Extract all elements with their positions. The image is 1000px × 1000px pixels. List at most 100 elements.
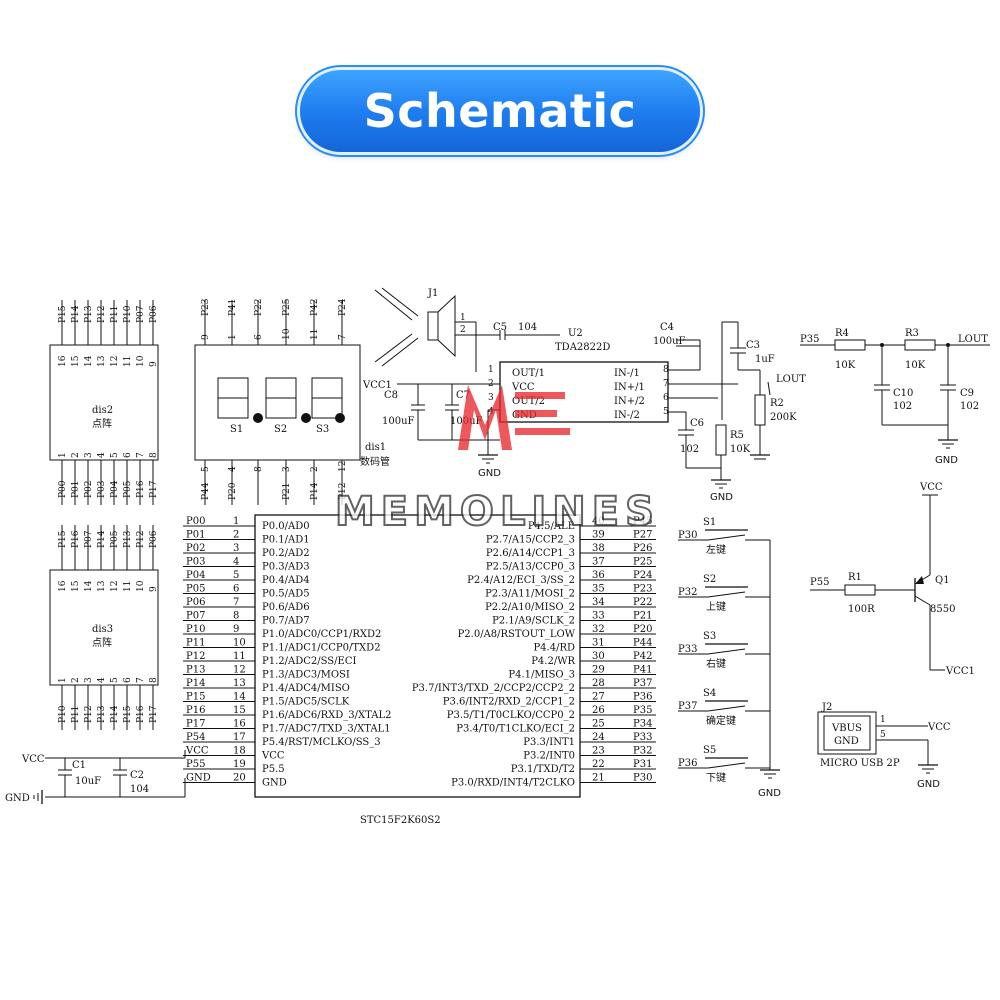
dis3-bottom-num: 6 [123, 677, 133, 683]
c9-value: 102 [960, 401, 979, 412]
digit-s2: S2 [265, 377, 311, 435]
u2-right-fn: IN+/2 [614, 396, 645, 407]
mcu-left-net: P00 [186, 516, 205, 527]
filter-p35: P35 [800, 334, 819, 345]
dis3-top-net: P16 [71, 530, 81, 548]
mcu-right-num: 32 [592, 624, 605, 635]
mcu-right-net: P23 [633, 584, 652, 595]
digit-label-s3: S3 [316, 424, 329, 435]
c2-label: C2 [130, 770, 144, 781]
dis1-top-num: 10 [282, 328, 292, 340]
vcc1-label: VCC1 [362, 380, 392, 391]
dis3-top-num: 16 [58, 580, 68, 592]
dis1-bottom-net: P12 [338, 482, 348, 500]
dis1-bottom-net: P20 [228, 482, 238, 500]
dis1-top-net: P24 [338, 298, 348, 316]
r2-label: R2 [770, 398, 784, 409]
c4-value: 100uF [653, 336, 686, 347]
mcu-right-fn: P2.5/A13/CCP0_3 [486, 562, 575, 573]
dis2-bottom-num: 8 [149, 452, 159, 458]
q1-label: Q1 [935, 575, 950, 586]
r1-value: 100R [848, 604, 875, 615]
mcu-left-fn: P1.1/ADC1/CCP0/TXD2 [262, 643, 381, 654]
filter-gnd: GND [935, 455, 958, 466]
mcu-right-net: P31 [633, 759, 652, 770]
mcu-right-net: P26 [633, 543, 652, 554]
switch-label: 确定键 [706, 714, 736, 727]
r3-value: 10K [905, 360, 926, 371]
mcu-right-net: P42 [633, 651, 652, 662]
mcu-left-fn: P1.7/ADC7/TXD_3/XTAL1 [262, 724, 391, 735]
c1-label: C1 [72, 760, 86, 771]
mcu-right-fn: P3.0/RXD/INT4/T2CLKO [451, 778, 575, 789]
dis3-top-num: 12 [110, 581, 120, 592]
dis2-bottom-net: P16 [136, 480, 146, 498]
dis2-top-num: 14 [84, 355, 94, 367]
u2-left-num: 1 [488, 365, 494, 375]
switch-net: P36 [678, 758, 697, 769]
switch-contact [707, 762, 746, 769]
mcu-left-fn: P0.3/AD3 [262, 562, 310, 573]
dis3-bottom-net: P17 [149, 705, 159, 723]
dis3-top-num: 10 [136, 580, 146, 592]
dis2-bottom-net: P00 [58, 480, 68, 498]
dis2-type: 点阵 [92, 417, 112, 430]
power-gnd-label: GND [5, 793, 30, 804]
mcu-right-fn: P2.4/A12/ECI_3/SS_2 [467, 575, 575, 586]
mcu-right-fn: P2.3/A11/MOSI_2 [485, 589, 575, 600]
mcu-right-net: P20 [633, 624, 652, 635]
c10-value: 102 [893, 401, 912, 412]
mcu-left-fn: P0.1/AD1 [262, 535, 310, 546]
mcu-right-num: 22 [592, 759, 605, 770]
switch-ref: S4 [703, 688, 716, 699]
usb-vbus: VBUS [831, 723, 862, 734]
switch-contact [707, 705, 746, 712]
mcu-left-num: 7 [233, 597, 239, 608]
mcu-right-num: 28 [592, 678, 605, 689]
usb-vcc: VCC [927, 722, 951, 733]
dis2-bottom-num: 4 [97, 452, 107, 458]
mcu-left-fn: P0.4/AD4 [262, 575, 310, 586]
dis1-bottom-net: P21 [282, 482, 292, 500]
mcu-right-num: 34 [592, 597, 605, 608]
mcu-left-fn: P1.5/ADC5/SCLK [262, 697, 350, 708]
c9-label: C9 [960, 388, 974, 399]
mcu-left-net: P15 [186, 692, 205, 703]
r5-label: R5 [730, 430, 744, 441]
mcu-left-net: P17 [186, 719, 205, 730]
mcu-right-num: 27 [592, 692, 605, 703]
switches-gnd: GND [758, 788, 781, 799]
mcu-right-net: P21 [633, 611, 652, 622]
dis3-bottom-net: P16 [136, 705, 146, 723]
mcu-left-fn: P1.3/ADC3/MOSI [262, 670, 350, 681]
switch-ref: S3 [703, 631, 716, 642]
memolines-watermark: MEMOLINES [334, 385, 655, 536]
u2-right-num: 6 [663, 393, 669, 403]
mcu-right-fn: P3.4/T0/T1CLKO/ECI_2 [456, 724, 575, 735]
dis1-bottom-num: 8 [254, 466, 264, 472]
dis3-top-net: P13 [123, 530, 133, 548]
c2-value: 104 [130, 784, 149, 795]
mcu-right-fn: P3.5/T1/T0CLKO/CCP0_2 [447, 710, 575, 721]
mcu-right-num: 21 [592, 773, 605, 784]
r3-label: R3 [905, 328, 919, 339]
mcu-right-num: 33 [592, 611, 605, 622]
switch-net: P33 [678, 644, 697, 655]
mcu-right-num: 40 [592, 516, 605, 527]
u2-right-num: 5 [663, 407, 669, 417]
dis3-bottom-num: 4 [97, 677, 107, 683]
mcu-right-net: P32 [633, 746, 652, 757]
dis2-top-num: 9 [149, 361, 159, 367]
mcu-left-num: 14 [233, 692, 246, 703]
c1-value: 10uF [75, 776, 101, 787]
switch-label: 左键 [706, 543, 726, 556]
mcu-left-num: 13 [233, 678, 246, 689]
dis1-top-net: P41 [228, 298, 238, 316]
mcu-left-net: P54 [186, 732, 205, 743]
mcu-left-net: VCC [185, 746, 209, 757]
